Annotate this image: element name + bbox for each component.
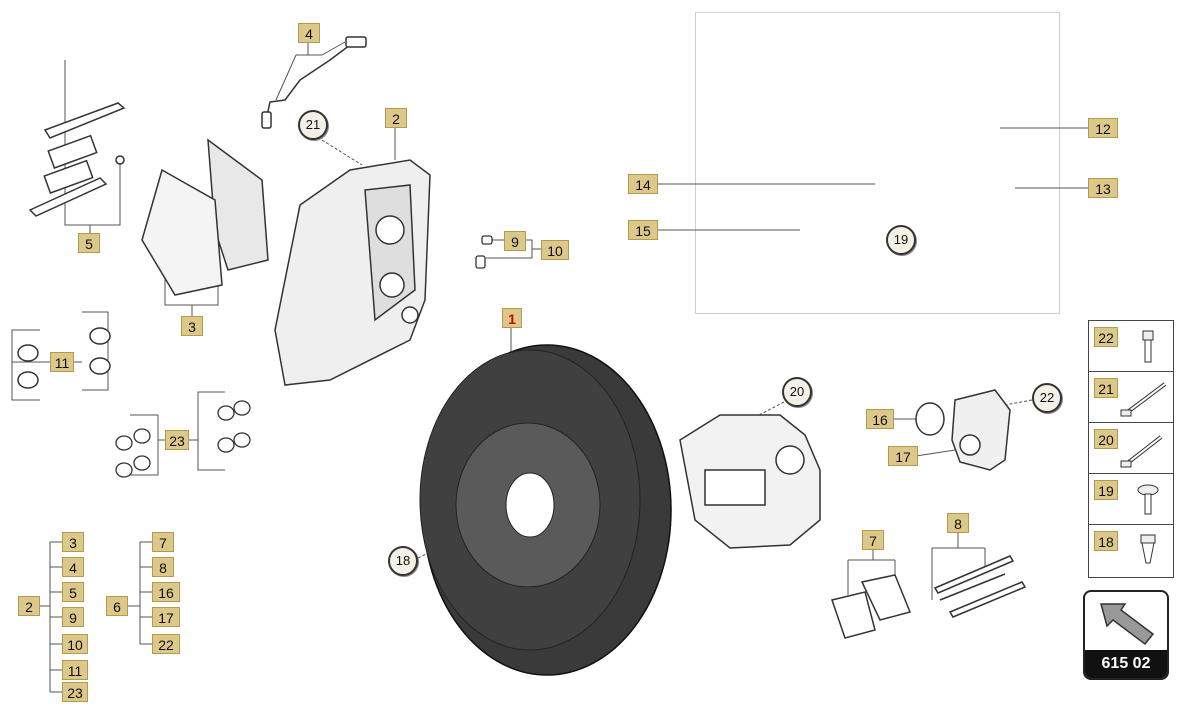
shims-drawing	[831, 574, 912, 639]
bleeder-drawing	[475, 235, 493, 269]
brake-disc-drawing	[419, 344, 672, 676]
rear-caliper-drawing	[679, 414, 821, 549]
callout-10[interactable]: 10	[541, 240, 569, 260]
legend-row-21[interactable]: 21	[1089, 372, 1173, 423]
pad-retainer-drawing	[28, 102, 126, 217]
legend-row-19[interactable]: 19	[1089, 474, 1173, 525]
legend-label: 22	[1094, 327, 1118, 347]
parking-actuator-drawing	[915, 389, 1011, 471]
caliper-drawing	[274, 159, 431, 386]
seals-11-drawing	[17, 327, 111, 389]
callout-14[interactable]: 14	[628, 174, 658, 194]
callout-5[interactable]: 5	[78, 233, 100, 253]
tree2-child[interactable]: 5	[62, 582, 84, 602]
tree2-child[interactable]: 9	[62, 607, 84, 627]
circle-21[interactable]: 21	[298, 110, 328, 140]
circle-19[interactable]: 19	[886, 225, 916, 255]
callout-2[interactable]: 2	[385, 108, 407, 128]
tree2-root[interactable]: 2	[18, 596, 40, 616]
circle-18[interactable]: 18	[388, 546, 418, 576]
callout-4[interactable]: 4	[298, 23, 320, 43]
tree2-child[interactable]: 23	[62, 682, 88, 702]
callout-23[interactable]: 23	[165, 430, 189, 450]
callout-1[interactable]: 1	[502, 308, 522, 328]
callout-12[interactable]: 12	[1088, 118, 1118, 138]
fastener-legend: 22 21 20 19 18	[1088, 320, 1174, 578]
wear-sensor-drawing	[261, 36, 367, 129]
brake-pads-drawing	[141, 138, 269, 296]
navigation-box[interactable]: 615 02	[1083, 590, 1169, 680]
tree6-child[interactable]: 7	[152, 532, 174, 552]
callout-17[interactable]: 17	[888, 446, 918, 466]
legend-row-20[interactable]: 20	[1089, 423, 1173, 474]
tree2-child[interactable]: 11	[62, 660, 88, 680]
callout-9[interactable]: 9	[504, 231, 526, 251]
legend-row-22[interactable]: 22	[1089, 321, 1173, 372]
screw-icon	[1137, 484, 1159, 515]
long-bolt-icon	[1120, 435, 1163, 468]
legend-label: 19	[1094, 480, 1118, 500]
tree2-child[interactable]: 3	[62, 532, 84, 552]
legend-row-18[interactable]: 18	[1089, 525, 1173, 576]
page-code: 615 02	[1085, 650, 1167, 678]
tree6-root[interactable]: 6	[106, 596, 128, 616]
callout-13[interactable]: 13	[1088, 178, 1118, 198]
tree6-child[interactable]: 17	[152, 607, 180, 627]
tree6-child[interactable]: 8	[152, 557, 174, 577]
rings-23-drawing	[115, 400, 251, 478]
callout-11[interactable]: 11	[50, 352, 74, 372]
callout-15[interactable]: 15	[628, 220, 658, 240]
callout-3[interactable]: 3	[181, 316, 203, 336]
callout-8[interactable]: 8	[947, 513, 969, 533]
stud-icon	[1140, 534, 1156, 564]
callout-7[interactable]: 7	[862, 530, 884, 550]
tree6-child[interactable]: 22	[152, 634, 180, 654]
tree2-child[interactable]: 4	[62, 557, 84, 577]
bolt-icon	[1142, 330, 1154, 363]
callout-16[interactable]: 16	[866, 409, 894, 429]
detail-view-frame	[695, 12, 1060, 314]
long-bolt-icon	[1120, 382, 1167, 417]
circle-22[interactable]: 22	[1032, 383, 1062, 413]
tree2-child[interactable]: 10	[62, 634, 88, 654]
legend-label: 21	[1094, 378, 1118, 398]
legend-label: 18	[1094, 531, 1118, 551]
circle-20[interactable]: 20	[782, 377, 812, 407]
tree6-child[interactable]: 16	[152, 582, 180, 602]
arrow-icon	[1100, 603, 1155, 646]
legend-label: 20	[1094, 429, 1118, 449]
springs-drawing	[933, 555, 1027, 618]
